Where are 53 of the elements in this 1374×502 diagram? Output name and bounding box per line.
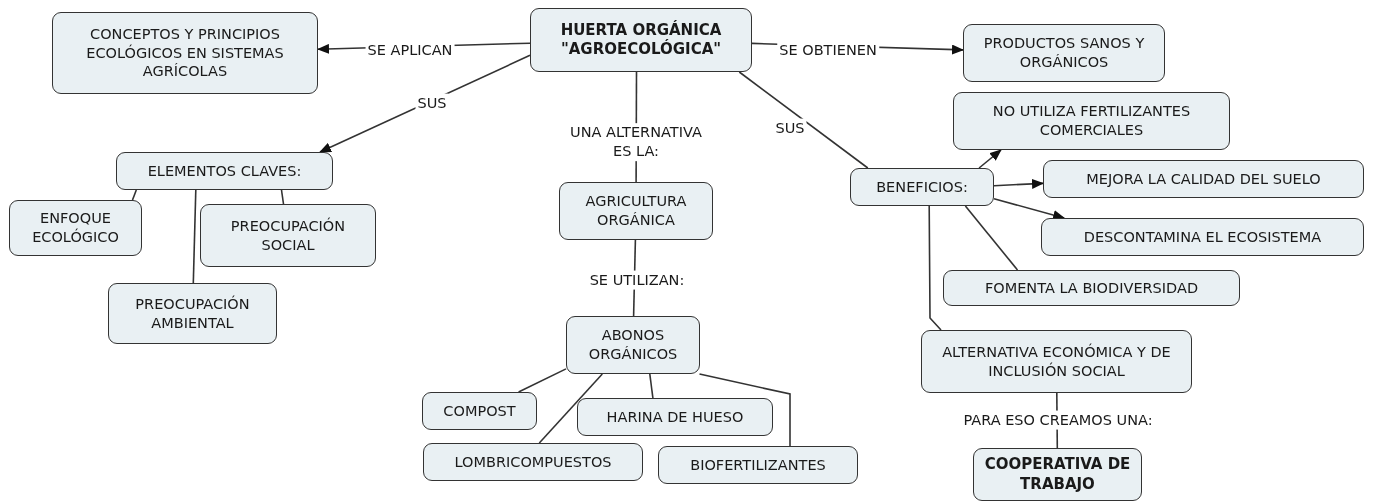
concept-box bbox=[963, 24, 1165, 82]
concept-text: CONCEPTOS Y PRINCIPIOS ECOLÓGICOS EN SISTEMAS AGRÍCOLAS bbox=[85, 24, 285, 82]
concept-text: FOMENTA LA BIODIVERSIDAD bbox=[984, 278, 1199, 298]
concept-box bbox=[530, 8, 752, 72]
concept-box bbox=[1043, 160, 1364, 198]
concept-box bbox=[921, 330, 1192, 393]
concept-box bbox=[943, 270, 1240, 306]
concept-text: COOPERATIVA DE TRABAJO bbox=[983, 455, 1132, 494]
concept-text: DESCONTAMINA EL ECOSISTEMA bbox=[1083, 227, 1322, 247]
concept-box bbox=[9, 200, 142, 256]
connector-line bbox=[192, 189, 197, 284]
concept-box bbox=[658, 446, 858, 484]
concept-box bbox=[1041, 218, 1364, 256]
concept-box bbox=[200, 204, 376, 267]
concept-text: ALTERNATIVA ECONÓMICA Y DE INCLUSIÓN SOCIAL bbox=[941, 342, 1172, 381]
arrow bbox=[978, 149, 1002, 169]
connector-line bbox=[649, 373, 654, 399]
concept-box bbox=[577, 398, 773, 436]
concept-text: COMPOST bbox=[443, 401, 516, 421]
edge-label: SUS bbox=[415, 93, 449, 113]
concept-text: MEJORA LA CALIDAD DEL SUELO bbox=[1086, 169, 1321, 189]
connector-line bbox=[928, 205, 942, 331]
concept-text: ENFOQUE ECOLÓGICO bbox=[31, 209, 120, 247]
connector-line bbox=[964, 205, 1019, 271]
concept-box bbox=[850, 168, 994, 206]
arrow bbox=[993, 197, 1066, 220]
concept-text: ELEMENTOS CLAVES: bbox=[147, 161, 302, 181]
concept-text: ABONOS ORGÁNICOS bbox=[587, 326, 679, 364]
concept-box bbox=[953, 92, 1230, 150]
concept-text: LOMBRICOMPUESTOS bbox=[454, 452, 612, 472]
concept-text: PREOCUPACIÓN SOCIAL bbox=[229, 216, 347, 255]
concept-text: BIOFERTILIZANTES bbox=[690, 455, 826, 475]
connector-line bbox=[738, 71, 869, 169]
concept-box bbox=[52, 12, 318, 94]
concept-box bbox=[422, 392, 537, 430]
connector-line bbox=[698, 373, 791, 447]
concept-box bbox=[108, 283, 277, 344]
concept-text: BENEFICIOS: bbox=[876, 177, 968, 197]
concept-text: PREOCUPACIÓN AMBIENTAL bbox=[134, 294, 251, 333]
concept-box bbox=[973, 448, 1142, 501]
concept-text: AGRICULTURA ORGÁNICA bbox=[584, 192, 688, 230]
concept-box bbox=[116, 152, 333, 190]
concept-text: HUERTA ORGÁNICA "AGROECOLÓGICA" bbox=[559, 20, 723, 60]
concept-box bbox=[566, 316, 700, 374]
concept-text: NO UTILIZA FERTILIZANTES COMERCIALES bbox=[991, 102, 1192, 140]
concept-text: HARINA DE HUESO bbox=[606, 407, 744, 427]
connector-line bbox=[517, 368, 567, 393]
connector-line bbox=[131, 189, 138, 201]
concept-box bbox=[559, 182, 713, 240]
arrow bbox=[993, 178, 1044, 189]
connector-line bbox=[280, 189, 285, 205]
concept-text: PRODUCTOS SANOS Y ORGÁNICOS bbox=[982, 34, 1146, 72]
concept-box bbox=[423, 443, 643, 481]
